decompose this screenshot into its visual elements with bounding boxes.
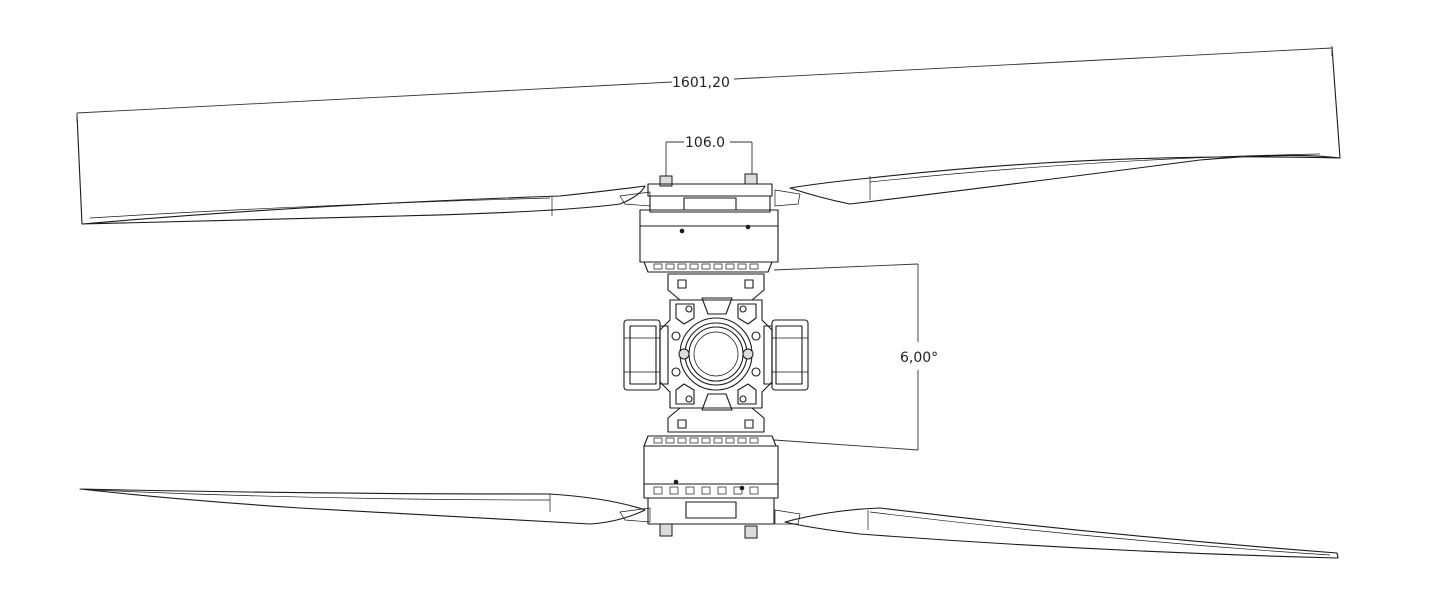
central-frame	[659, 273, 773, 433]
mount-spacing-dimension: 106.0	[665, 135, 753, 180]
lower-motor	[643, 435, 779, 539]
overall-span-label: 1601,20	[672, 75, 730, 91]
mount-spacing-label: 106.0	[685, 135, 725, 151]
tilt-angle-label: 6,00°	[900, 350, 938, 366]
lower-propeller	[79, 488, 1339, 559]
left-arm-clamp	[623, 319, 669, 391]
right-arm-clamp	[763, 319, 809, 391]
upper-motor	[639, 173, 779, 273]
tilt-angle-dimension: 6,00°	[773, 263, 938, 451]
upper-propeller	[76, 46, 1341, 225]
overall-span-dimension: 1601,20	[76, 46, 1333, 122]
